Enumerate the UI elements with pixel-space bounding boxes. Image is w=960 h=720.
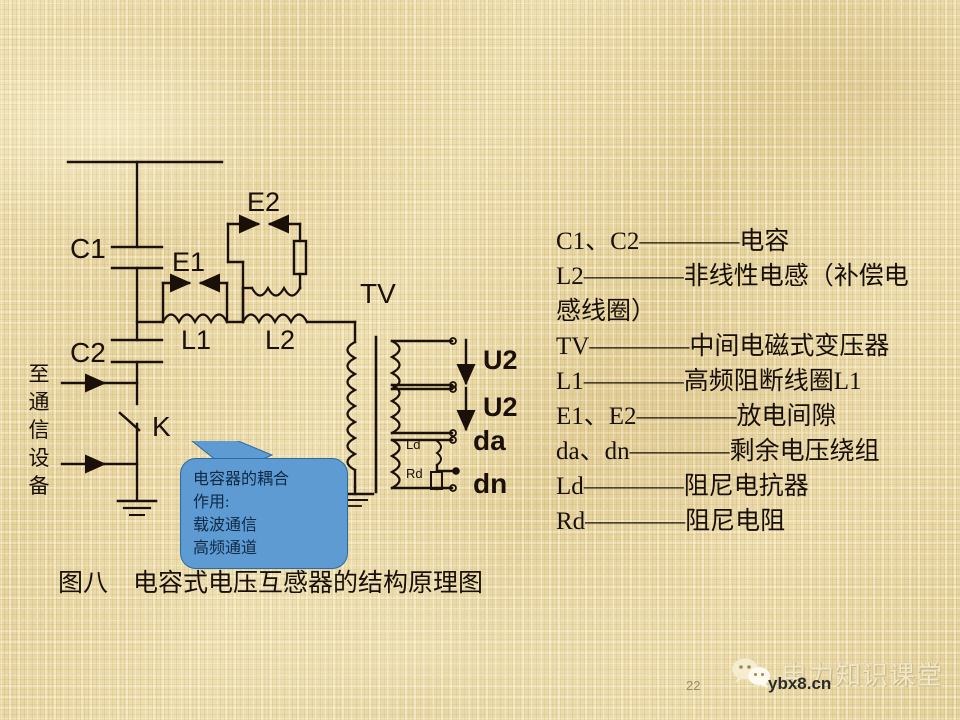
- legend-list: C1、C2————电容 L2————非线性电感（补偿电 感线圈） TV————中…: [556, 224, 909, 539]
- label-u2-bottom: U2: [483, 392, 518, 422]
- label-e1: E1: [172, 247, 206, 277]
- switch-k-blade: [118, 411, 141, 432]
- label-k: K: [152, 411, 171, 442]
- side-text-char: 信: [28, 418, 50, 442]
- label-u2-top: U2: [483, 345, 518, 375]
- page-number: 22: [686, 678, 701, 693]
- legend-row: C1、C2————电容: [556, 228, 790, 255]
- label-dn: dn: [473, 468, 508, 499]
- label-c2: C2: [70, 337, 106, 368]
- sec3-coil: [389, 438, 401, 490]
- tv-primary-coil: [346, 340, 358, 472]
- legend-row: E1、E2————放电间隙: [556, 403, 837, 430]
- label-e2: E2: [247, 187, 281, 217]
- side-text-char: 设: [28, 446, 50, 470]
- side-text-char: 备: [28, 474, 50, 498]
- l1-coil: [161, 313, 229, 325]
- label-da: da: [473, 425, 506, 456]
- legend-row: TV————中间电磁式变压器: [556, 333, 890, 360]
- callout-line: 高频通道: [193, 540, 258, 557]
- dn-terminal: [449, 484, 457, 492]
- legend-row: L1————高频阻断线圈L1: [556, 368, 862, 395]
- watermark-brand: 电力知识课堂: [781, 660, 944, 690]
- callout-text: 电容器的耦合 作用: 载波通信 高频通道: [193, 468, 343, 560]
- watermark-site: ybx8.cn: [768, 674, 832, 693]
- callout-line: 作用:: [193, 494, 230, 511]
- legend-row: Ld————阻尼电抗器: [556, 473, 809, 500]
- da-terminal: [449, 436, 457, 444]
- legend-row: L2————非线性电感（补偿电: [556, 263, 909, 290]
- sec2-coil: [389, 383, 401, 435]
- sec1-coil: [389, 339, 401, 391]
- label-l2: L2: [265, 325, 296, 355]
- sec1-terminal-top: [449, 337, 457, 345]
- callout-line: 电容器的耦合: [193, 471, 290, 488]
- callout-body: [180, 458, 348, 569]
- label-rd: Rd: [406, 466, 423, 481]
- label-tv: TV: [360, 278, 396, 309]
- middle-terminal: [452, 467, 460, 475]
- legend-row: da、dn————剩余电压绕组: [556, 438, 880, 465]
- wechat-icon: [732, 658, 770, 688]
- callout-balloon: 电容器的耦合 作用: 载波通信 高频通道: [180, 441, 348, 569]
- side-text-char: 通: [28, 390, 50, 414]
- label-l1: L1: [181, 325, 212, 355]
- e2-coil: [250, 285, 302, 297]
- legend-row: 感线圈）: [556, 298, 657, 325]
- watermark: 电力知识课堂 ybx8.cn: [730, 650, 943, 696]
- ld-reactor: [435, 439, 442, 467]
- legend-row: Rd————阻尼电阻: [556, 508, 786, 535]
- callout-line: 载波通信: [193, 517, 258, 534]
- l2-coil: [241, 313, 309, 325]
- side-text-to-communication-equipment: 至 通 信 设 备: [26, 360, 52, 500]
- e2-resistor: [292, 239, 308, 276]
- rd-resistor: [430, 471, 443, 490]
- figure-caption: 图八 电容式电压互感器的结构原理图: [58, 570, 484, 597]
- label-c1: C1: [70, 233, 106, 264]
- side-text-char: 至: [28, 362, 50, 386]
- sec2-terminal-top: [449, 381, 457, 389]
- sec2-terminal-bottom: [449, 429, 457, 437]
